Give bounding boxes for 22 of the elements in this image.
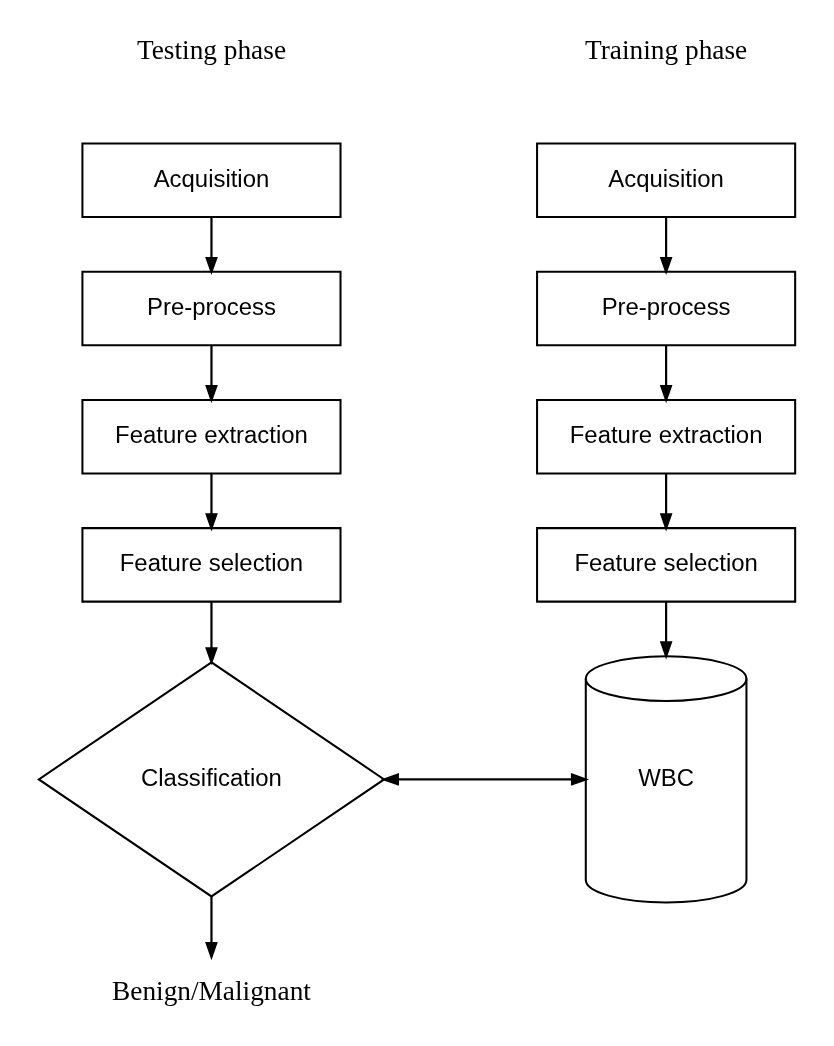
arrow bbox=[205, 217, 218, 276]
node-box: Pre-process bbox=[536, 270, 797, 347]
arrow bbox=[659, 473, 673, 532]
arrow bbox=[659, 601, 673, 660]
node-text: Benign/Malignant bbox=[112, 976, 311, 1007]
arrow bbox=[205, 896, 218, 961]
label: Training phase bbox=[585, 34, 748, 65]
arrow bbox=[380, 773, 590, 786]
node-box: Pre-process bbox=[81, 270, 342, 347]
node-box: Acquisition bbox=[536, 142, 797, 219]
arrow bbox=[659, 345, 673, 404]
node-diamond: Classification bbox=[37, 661, 386, 898]
arrow bbox=[659, 217, 673, 276]
node-box: Feature extraction bbox=[536, 398, 797, 475]
node-box: Feature selection bbox=[81, 527, 342, 603]
arrow bbox=[205, 601, 218, 666]
node-box: Feature extraction bbox=[81, 398, 342, 475]
node-box: Acquisition bbox=[81, 142, 342, 219]
node-box: Feature selection bbox=[536, 527, 797, 603]
arrow bbox=[205, 345, 218, 404]
arrow bbox=[205, 473, 218, 532]
label: Testing phase bbox=[136, 34, 287, 65]
